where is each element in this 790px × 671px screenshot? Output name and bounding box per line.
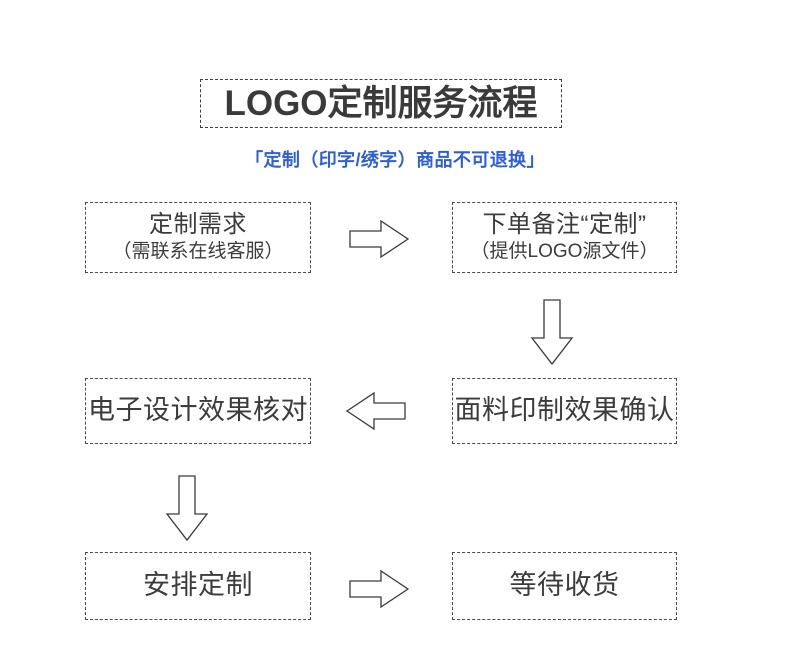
flow-step-title: 面料印制效果确认 (454, 395, 675, 426)
flow-step-title: 电子设计效果核对 (88, 395, 308, 426)
title-box: LOGO定制服务流程 (200, 79, 562, 128)
flow-step-title: 下单备注“定制” (482, 210, 647, 238)
flow-step-await-delivery: 等待收货 (452, 552, 677, 620)
flow-step-title: 定制需求 (149, 210, 247, 238)
flow-step-electronic-design-check: 电子设计效果核对 (85, 378, 311, 444)
arrow-left-icon (345, 390, 407, 432)
arrow-right-icon (348, 218, 410, 260)
flow-step-subtitle: （需联系在线客服） (112, 241, 284, 263)
flow-step-title: 等待收货 (509, 570, 620, 601)
flow-step-title: 安排定制 (143, 570, 253, 601)
flow-step-order-note-custom: 下单备注“定制” （提供LOGO源文件） (452, 202, 677, 273)
flow-step-subtitle: （提供LOGO源文件） (470, 241, 659, 263)
arrow-down-icon (527, 298, 577, 366)
arrow-down-icon (162, 474, 212, 542)
flow-step-fabric-print-confirm: 面料印制效果确认 (452, 378, 677, 444)
flow-step-custom-requirement: 定制需求 （需联系在线客服） (85, 202, 311, 273)
arrow-right-icon (348, 568, 410, 610)
page-title: LOGO定制服务流程 (224, 84, 538, 123)
flow-step-arrange-production: 安排定制 (85, 552, 311, 620)
subtitle-notice: 「定制（印字/绣字）商品不可退换」 (245, 150, 545, 170)
